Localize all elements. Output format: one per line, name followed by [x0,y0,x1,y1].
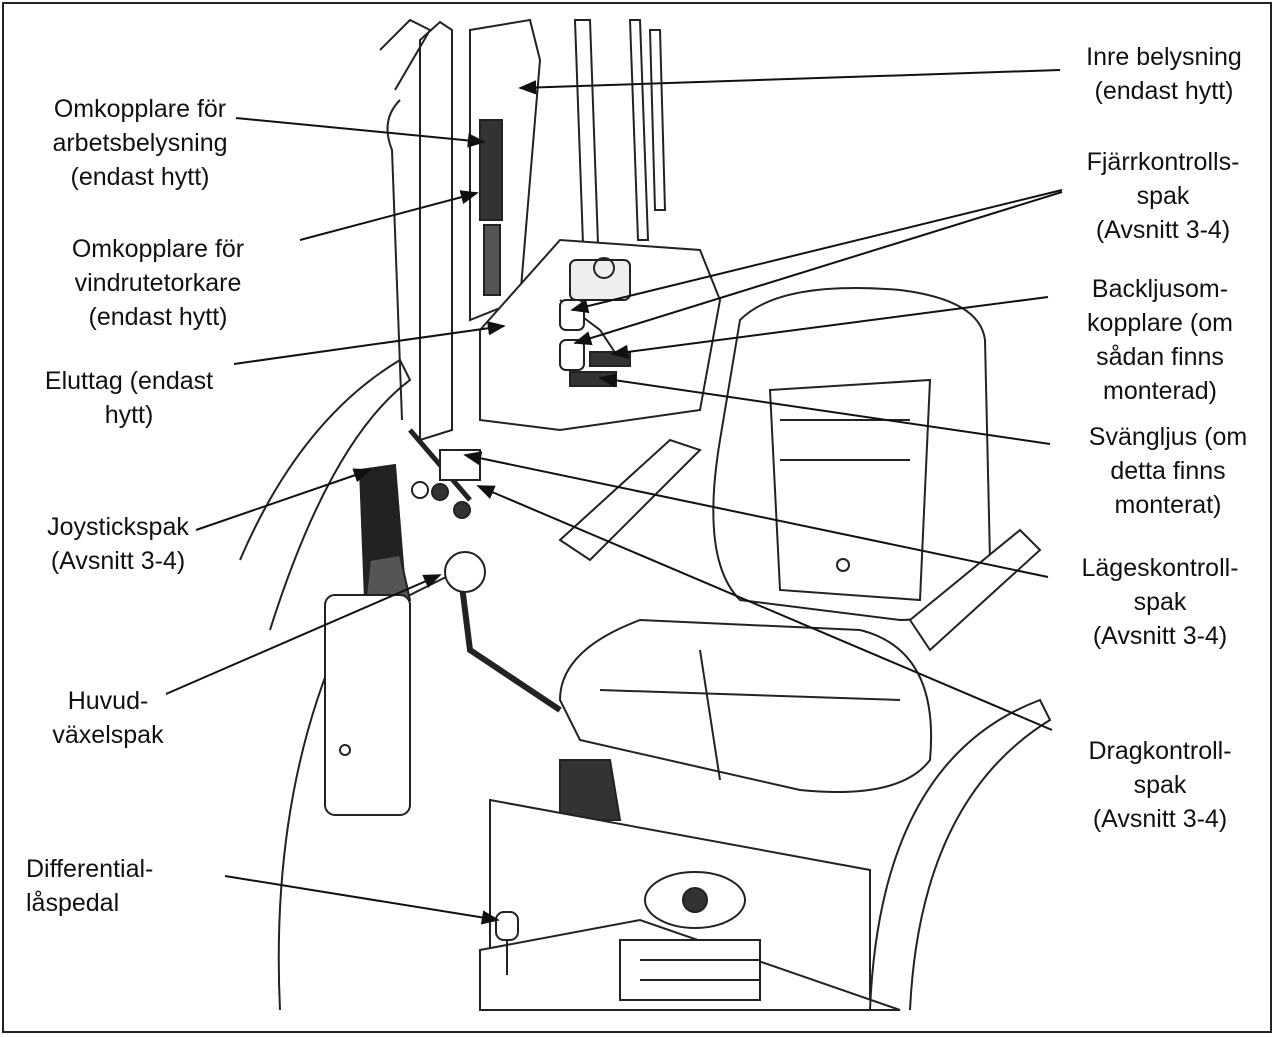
label-line: låspedal [26,889,120,917]
leader-huvudvaxel [165,574,442,695]
label-line: (endast hytt) [1094,77,1234,105]
label-line: Omkopplare för [53,95,227,123]
label-line: monterad) [1103,377,1217,405]
label-line: Eluttag (endast [44,367,214,395]
label-joystick: Joystickspak (Avsnitt 3-4) [18,510,218,578]
leader-inre-belysning [518,69,1061,95]
label-line: sådan finns [1096,343,1224,371]
leader-lines [165,69,1063,925]
label-line: vindrutetorkare [74,269,242,297]
cab-structure [239,18,1052,1011]
label-line: Differential- [26,855,154,883]
label-line: (Avsnitt 3-4) [1092,805,1228,833]
label-line: Huvud- [67,687,149,715]
label-line: växelspak [52,721,164,749]
label-lageskontroll: Lägeskontroll- spak (Avsnitt 3-4) [1060,551,1260,653]
leader-fjarrkontroll-2 [573,191,1063,346]
leader-differential [224,875,500,925]
leader-dragkontroll [476,485,1053,731]
label-line: Dragkontroll- [1088,737,1232,765]
label-line: spak [1133,588,1187,616]
label-line: spak [1136,182,1190,210]
label-line: Omkopplare för [71,235,245,263]
leader-fjarrkontroll-1 [570,189,1063,314]
leader-lageskontroll [463,451,1049,578]
label-differential: Differential- låspedal [26,852,226,920]
label-line: (endast hytt) [88,303,228,331]
label-line: (Avsnitt 3-4) [50,547,186,575]
label-line: detta finns [1110,457,1226,485]
label-line: arbetsbelysning [52,129,228,157]
label-fjarrkontroll: Fjärrkontrolls- spak (Avsnitt 3-4) [1062,145,1264,247]
label-line: monterat) [1114,491,1222,519]
label-huvudvaxel: Huvud- växelspak [20,684,196,752]
label-line: Joystickspak [47,513,189,541]
leader-joystick [195,468,372,531]
label-line: Backljusom- [1091,275,1229,303]
label-line: (Avsnitt 3-4) [1095,216,1231,244]
label-line: spak [1133,771,1187,799]
label-line: hytt) [104,401,154,429]
label-line: kopplare (om [1087,309,1233,337]
label-backljus: Backljusom- kopplare (om sådan finns mon… [1060,272,1260,408]
leader-vindrutetorkare [299,190,479,241]
label-line: (endast hytt) [70,163,210,191]
label-line: Fjärrkontrolls- [1086,148,1240,176]
label-eluttag: Eluttag (endast hytt) [22,364,236,432]
label-inre-belysning: Inre belysning (endast hytt) [1064,40,1264,108]
leader-eluttag [233,321,506,365]
label-line: Inre belysning [1086,43,1242,71]
label-svangljus: Svängljus (om detta finns monterat) [1068,420,1268,522]
label-arbetsbelysning: Omkopplare för arbetsbelysning (endast h… [18,92,262,194]
label-line: Lägeskontroll- [1081,554,1239,582]
label-vindrutetorkare: Omkopplare för vindrutetorkare (endast h… [38,232,278,334]
label-line: (Avsnitt 3-4) [1092,622,1228,650]
label-dragkontroll: Dragkontroll- spak (Avsnitt 3-4) [1060,734,1260,836]
leader-svangljus [598,373,1051,445]
label-line: Svängljus (om [1088,423,1248,451]
leader-arbetsbelysning [235,117,486,148]
leader-backljus [610,296,1049,360]
